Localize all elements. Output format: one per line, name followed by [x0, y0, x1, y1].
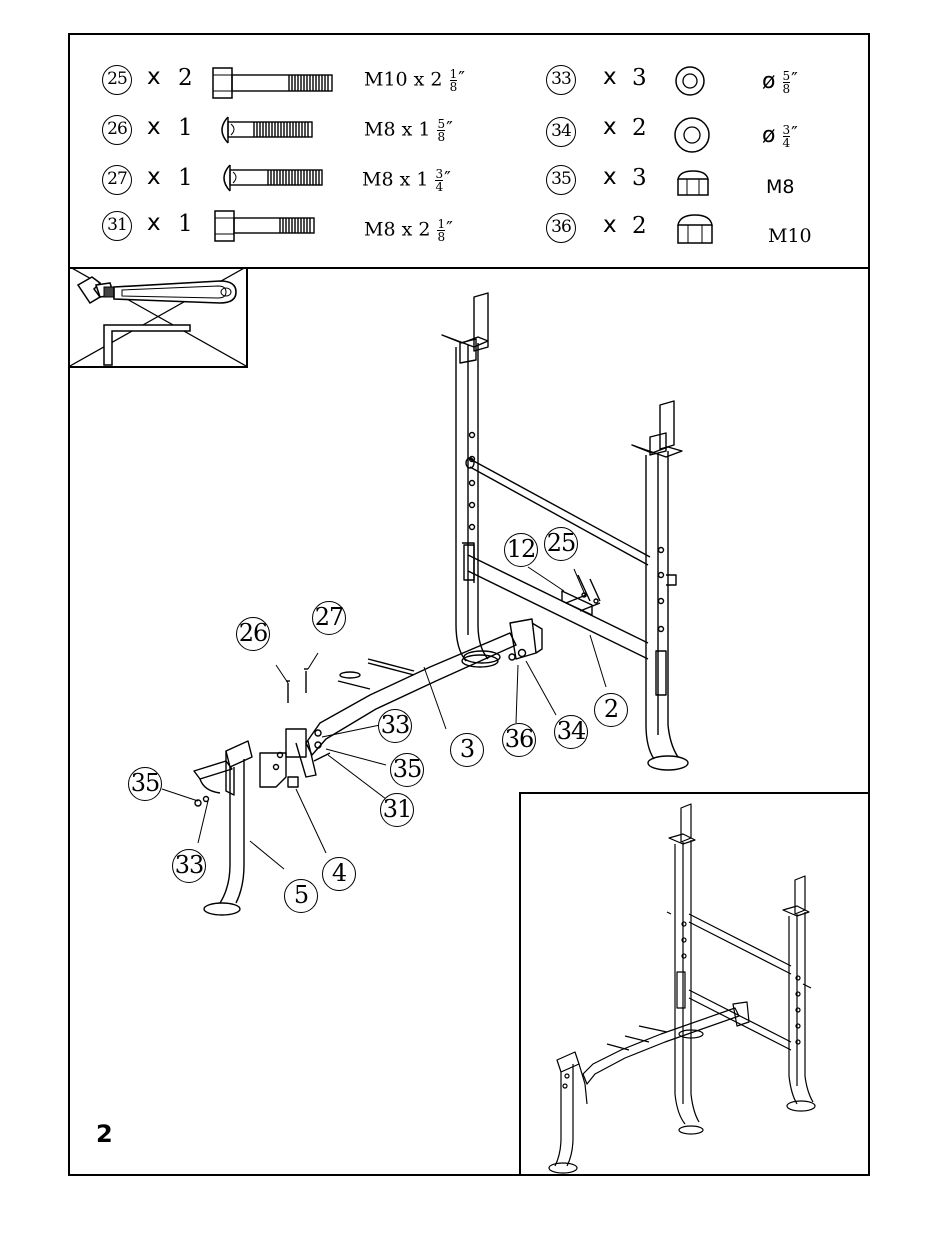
callout-12: 12	[504, 533, 538, 567]
callout-5: 5	[284, 879, 318, 913]
bracket-part-4	[260, 729, 316, 787]
callout-25: 25	[544, 527, 578, 561]
front-leg-part-5	[194, 741, 252, 915]
bracket-12	[562, 575, 600, 615]
callout-27: 27	[312, 601, 346, 635]
callout-34: 34	[554, 715, 588, 749]
rear-upright-left	[442, 293, 498, 667]
callout-35-lower: 35	[128, 767, 162, 801]
callout-35-upper: 35	[390, 753, 424, 787]
assembled-view-inset	[519, 792, 868, 1176]
callout-36: 36	[502, 723, 536, 757]
callout-33-lower: 33	[172, 849, 206, 883]
callout-3: 3	[450, 733, 484, 767]
callout-33-upper: 33	[378, 709, 412, 743]
callout-26: 26	[236, 617, 270, 651]
assembled-bench-illustration	[521, 794, 868, 1176]
page-number: 2	[96, 1120, 113, 1148]
callout-31: 31	[380, 793, 414, 827]
callout-2: 2	[594, 693, 628, 727]
callout-4: 4	[322, 857, 356, 891]
rear-upright-right	[632, 401, 688, 770]
